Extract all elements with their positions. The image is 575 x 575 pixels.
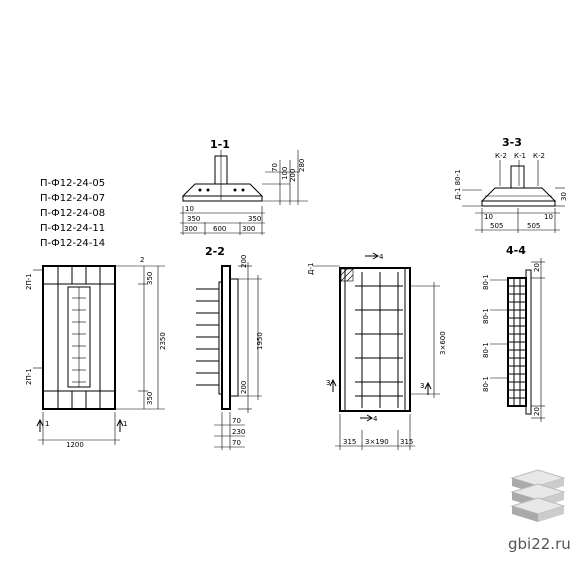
mark-4: П-Ф12-24-11 <box>40 223 105 234</box>
svg-text:70: 70 <box>271 163 279 172</box>
svg-text:315: 315 <box>343 438 356 446</box>
brand-logo-icon <box>510 469 566 522</box>
svg-text:10: 10 <box>484 213 493 221</box>
svg-text:80-1: 80-1 <box>482 308 490 324</box>
svg-text:505: 505 <box>527 222 540 230</box>
svg-text:4: 4 <box>373 415 378 423</box>
svg-text:К-1: К-1 <box>514 152 526 160</box>
svg-text:20: 20 <box>533 407 541 416</box>
plan-outline <box>42 265 116 410</box>
svg-text:К-2: К-2 <box>533 152 545 160</box>
mark-3: П-Ф12-24-08 <box>40 208 105 219</box>
mark-2: П-Ф12-24-07 <box>40 193 105 204</box>
svg-text:70: 70 <box>232 417 241 425</box>
svg-text:300: 300 <box>184 225 197 233</box>
svg-text:10: 10 <box>544 213 553 221</box>
svg-text:Д-1: Д-1 <box>307 263 315 275</box>
svg-text:80-1: 80-1 <box>482 376 490 392</box>
section-3-3: 3-3 К-2 К-1 К-2 Д-1 80-1 30 10 10 505 50… <box>454 136 568 233</box>
svg-text:1200: 1200 <box>66 441 84 449</box>
svg-text:К-2: К-2 <box>495 152 507 160</box>
svg-text:70: 70 <box>232 439 241 447</box>
mark-5: П-Ф12-24-14 <box>40 238 105 249</box>
brand-text: gbi22.ru <box>508 535 571 553</box>
svg-text:1: 1 <box>123 420 127 428</box>
section-1-1-title: 1-1 <box>210 138 230 151</box>
foundation-slab <box>181 183 264 197</box>
svg-text:80-1: 80-1 <box>482 342 490 358</box>
svg-text:200: 200 <box>240 255 248 268</box>
section-3-3-title: 3-3 <box>502 136 522 149</box>
plan-view: 2П-1 2П-1 2 350 2350 350 1200 1 1 <box>25 256 167 449</box>
svg-text:200: 200 <box>240 381 248 394</box>
section-2-2: 2-2 200 1950 200 70 230 70 <box>196 245 264 450</box>
svg-text:2П-1: 2П-1 <box>25 273 33 290</box>
section-1-1: 1-1 70 100 200 280 10 350 350 300 600 30… <box>180 138 308 235</box>
svg-text:10: 10 <box>185 205 194 213</box>
section-4-4: 4-4 20 20 80-1 80-1 80-1 80-1 <box>482 244 545 422</box>
svg-text:3: 3 <box>420 382 424 390</box>
svg-text:3×190: 3×190 <box>365 438 389 446</box>
svg-text:2350: 2350 <box>159 332 167 350</box>
svg-text:350: 350 <box>248 215 261 223</box>
svg-text:505: 505 <box>490 222 503 230</box>
svg-text:4: 4 <box>379 253 384 261</box>
section-4-4-title: 4-4 <box>506 244 526 257</box>
svg-text:315: 315 <box>400 438 413 446</box>
svg-text:20: 20 <box>533 263 541 272</box>
svg-text:3: 3 <box>326 379 330 387</box>
svg-text:100: 100 <box>281 167 289 180</box>
svg-text:3×600: 3×600 <box>439 331 447 355</box>
svg-text:Д-1 80-1: Д-1 80-1 <box>454 169 462 200</box>
svg-text:600: 600 <box>213 225 226 233</box>
svg-text:350: 350 <box>146 392 154 405</box>
front-outline <box>339 267 411 412</box>
marks-list: П-Ф12-24-05 П-Ф12-24-07 П-Ф12-24-08 П-Ф1… <box>40 178 105 249</box>
svg-text:30: 30 <box>560 192 568 201</box>
svg-text:2: 2 <box>140 256 144 264</box>
section-2-2-title: 2-2 <box>205 245 225 258</box>
foundation-slab-33 <box>480 187 557 202</box>
svg-text:280: 280 <box>298 159 306 172</box>
svg-text:80-1: 80-1 <box>482 274 490 290</box>
mark-1: П-Ф12-24-05 <box>40 178 105 189</box>
svg-text:350: 350 <box>146 272 154 285</box>
front-view: Д-1 4 3 4 3×600 3 315 3×190 315 <box>307 252 447 450</box>
svg-text:350: 350 <box>187 215 200 223</box>
svg-text:1950: 1950 <box>256 332 264 350</box>
svg-text:1: 1 <box>45 420 49 428</box>
side-plate <box>221 265 231 410</box>
svg-text:2П-1: 2П-1 <box>25 368 33 385</box>
svg-text:230: 230 <box>232 428 245 436</box>
svg-text:200: 200 <box>289 169 297 182</box>
svg-text:300: 300 <box>242 225 255 233</box>
